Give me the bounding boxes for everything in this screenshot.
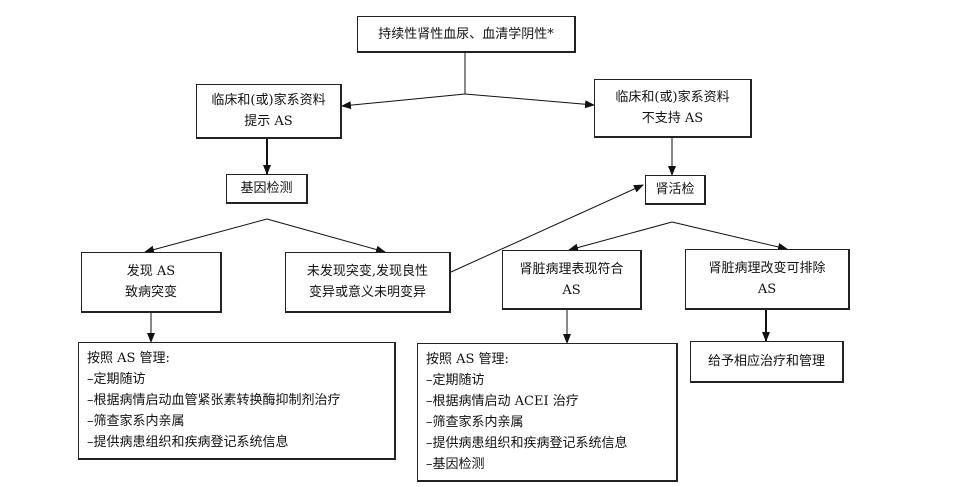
manage-left-item: –筛查家系内亲属 [87,414,185,429]
node-pathology-consistent-line2: AS [562,282,581,298]
manage-mid-item: –提供病患组织和疾病登记系统信息 [426,436,628,451]
node-no-mutation: 未发现突变,发现良性 变异或意义未明变异 [285,252,451,313]
node-pathogenic-line1: 发现 AS [126,264,176,279]
node-pathology-consistent: 肾脏病理表现符合 AS [502,250,642,310]
manage-left-item: –提供病患组织和疾病登记系统信息 [87,435,289,450]
manage-mid-item: –根据病情启动 ACEI 治疗 [426,394,579,409]
node-start: 持续性肾性血尿、血清学阴性* [357,16,576,53]
node-renal-biopsy-text: 肾活检 [655,182,695,197]
node-pathology-excludes-line2: AS [757,282,777,297]
node-treat-right-text: 给予相应治疗和管理 [707,354,825,369]
node-start-text: 持续性肾性血尿、血清学阴性* [378,26,554,42]
manage-mid-item: –定期随访 [426,373,485,388]
manage-mid-item: –筛查家系内亲属 [426,415,524,430]
manage-mid-item: –基因检测 [426,457,485,472]
edge-to-as-not-supported [464,93,595,109]
edge-no-mutation-to-biopsy [450,184,644,273]
node-as-not-supported-line1: 临床和(或)家系资料 [615,90,730,105]
node-manage-left: 按照 AS 管理: –定期随访 –根据病情启动血管紧张素转换酶抑制剂治疗 –筛查… [78,342,396,460]
manage-left-item: –根据病情启动血管紧张素转换酶抑制剂治疗 [87,393,341,408]
node-no-mutation-line1: 未发现突变,发现良性 [306,264,429,279]
node-pathology-excludes: 肾脏病理改变可排除 AS [685,249,850,310]
node-as-suggested-line1: 临床和(或)家系资料 [211,93,326,108]
node-pathogenic: 发现 AS 致病突变 [81,252,222,313]
node-as-not-supported-line2: 不支持 AS [641,111,704,126]
node-no-mutation-line2: 变异或意义未明变异 [308,285,426,300]
node-renal-biopsy: 肾活检 [645,175,706,205]
node-as-not-supported: 临床和(或)家系资料 不支持 AS [594,79,752,138]
node-as-suggested-line2: 提示 AS [244,114,293,129]
edge-biopsy-to-consistent [568,221,673,252]
node-pathogenic-line2: 致病突变 [124,285,177,300]
node-as-suggested: 临床和(或)家系资料 提示 AS [196,84,342,139]
node-gene-test: 基因检测 [226,174,308,204]
edge-gene-to-no-mutation [266,218,386,254]
node-treat-right: 给予相应治疗和管理 [690,341,844,383]
node-gene-test-text: 基因检测 [240,181,293,196]
node-pathology-consistent-line1: 肾脏病理表现符合 [519,261,624,277]
edge-gene-to-pathogenic [144,218,268,254]
edge-to-as-suggested [341,93,466,110]
node-manage-mid: 按照 AS 管理: –定期随访 –根据病情启动 ACEI 治疗 –筛查家系内亲属… [417,343,678,482]
manage-mid-title: 按照 AS 管理: [426,352,509,367]
node-pathology-excludes-line1: 肾脏病理改变可排除 [708,261,826,276]
edge-biopsy-to-excludes [671,221,788,251]
manage-left-title: 按照 AS 管理: [87,351,170,366]
manage-left-item: –定期随访 [87,372,146,387]
